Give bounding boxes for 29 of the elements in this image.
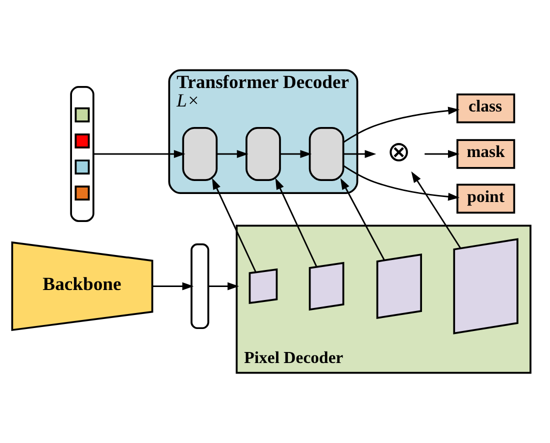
arrow [208, 282, 239, 290]
node-box [308, 126, 344, 181]
cluster: Transformer Decoder L× [168, 69, 358, 194]
arrow [340, 178, 385, 260]
arrow [344, 150, 376, 158]
node-box: mask [456, 139, 516, 169]
node-box [376, 253, 422, 319]
arrow [212, 178, 256, 272]
arrow [93, 150, 186, 158]
node-box: point [456, 184, 516, 214]
arrow [424, 150, 460, 158]
node-box: Backbone [11, 241, 154, 332]
node-box [182, 126, 218, 181]
arrow [411, 171, 462, 249]
node-bar [70, 86, 94, 222]
node-box [308, 262, 344, 311]
cluster: Pixel Decoder [236, 224, 532, 374]
arrow [152, 282, 194, 290]
arrow [343, 106, 460, 143]
node-text: ⊗ [387, 134, 410, 168]
arrow [280, 150, 312, 158]
arrow [275, 178, 318, 267]
node-box [246, 126, 281, 181]
node-box [248, 268, 278, 304]
arrow [216, 150, 248, 158]
arrow [343, 165, 460, 201]
node-box: class [456, 93, 516, 124]
node-box [453, 238, 518, 334]
node-bar [190, 243, 210, 330]
